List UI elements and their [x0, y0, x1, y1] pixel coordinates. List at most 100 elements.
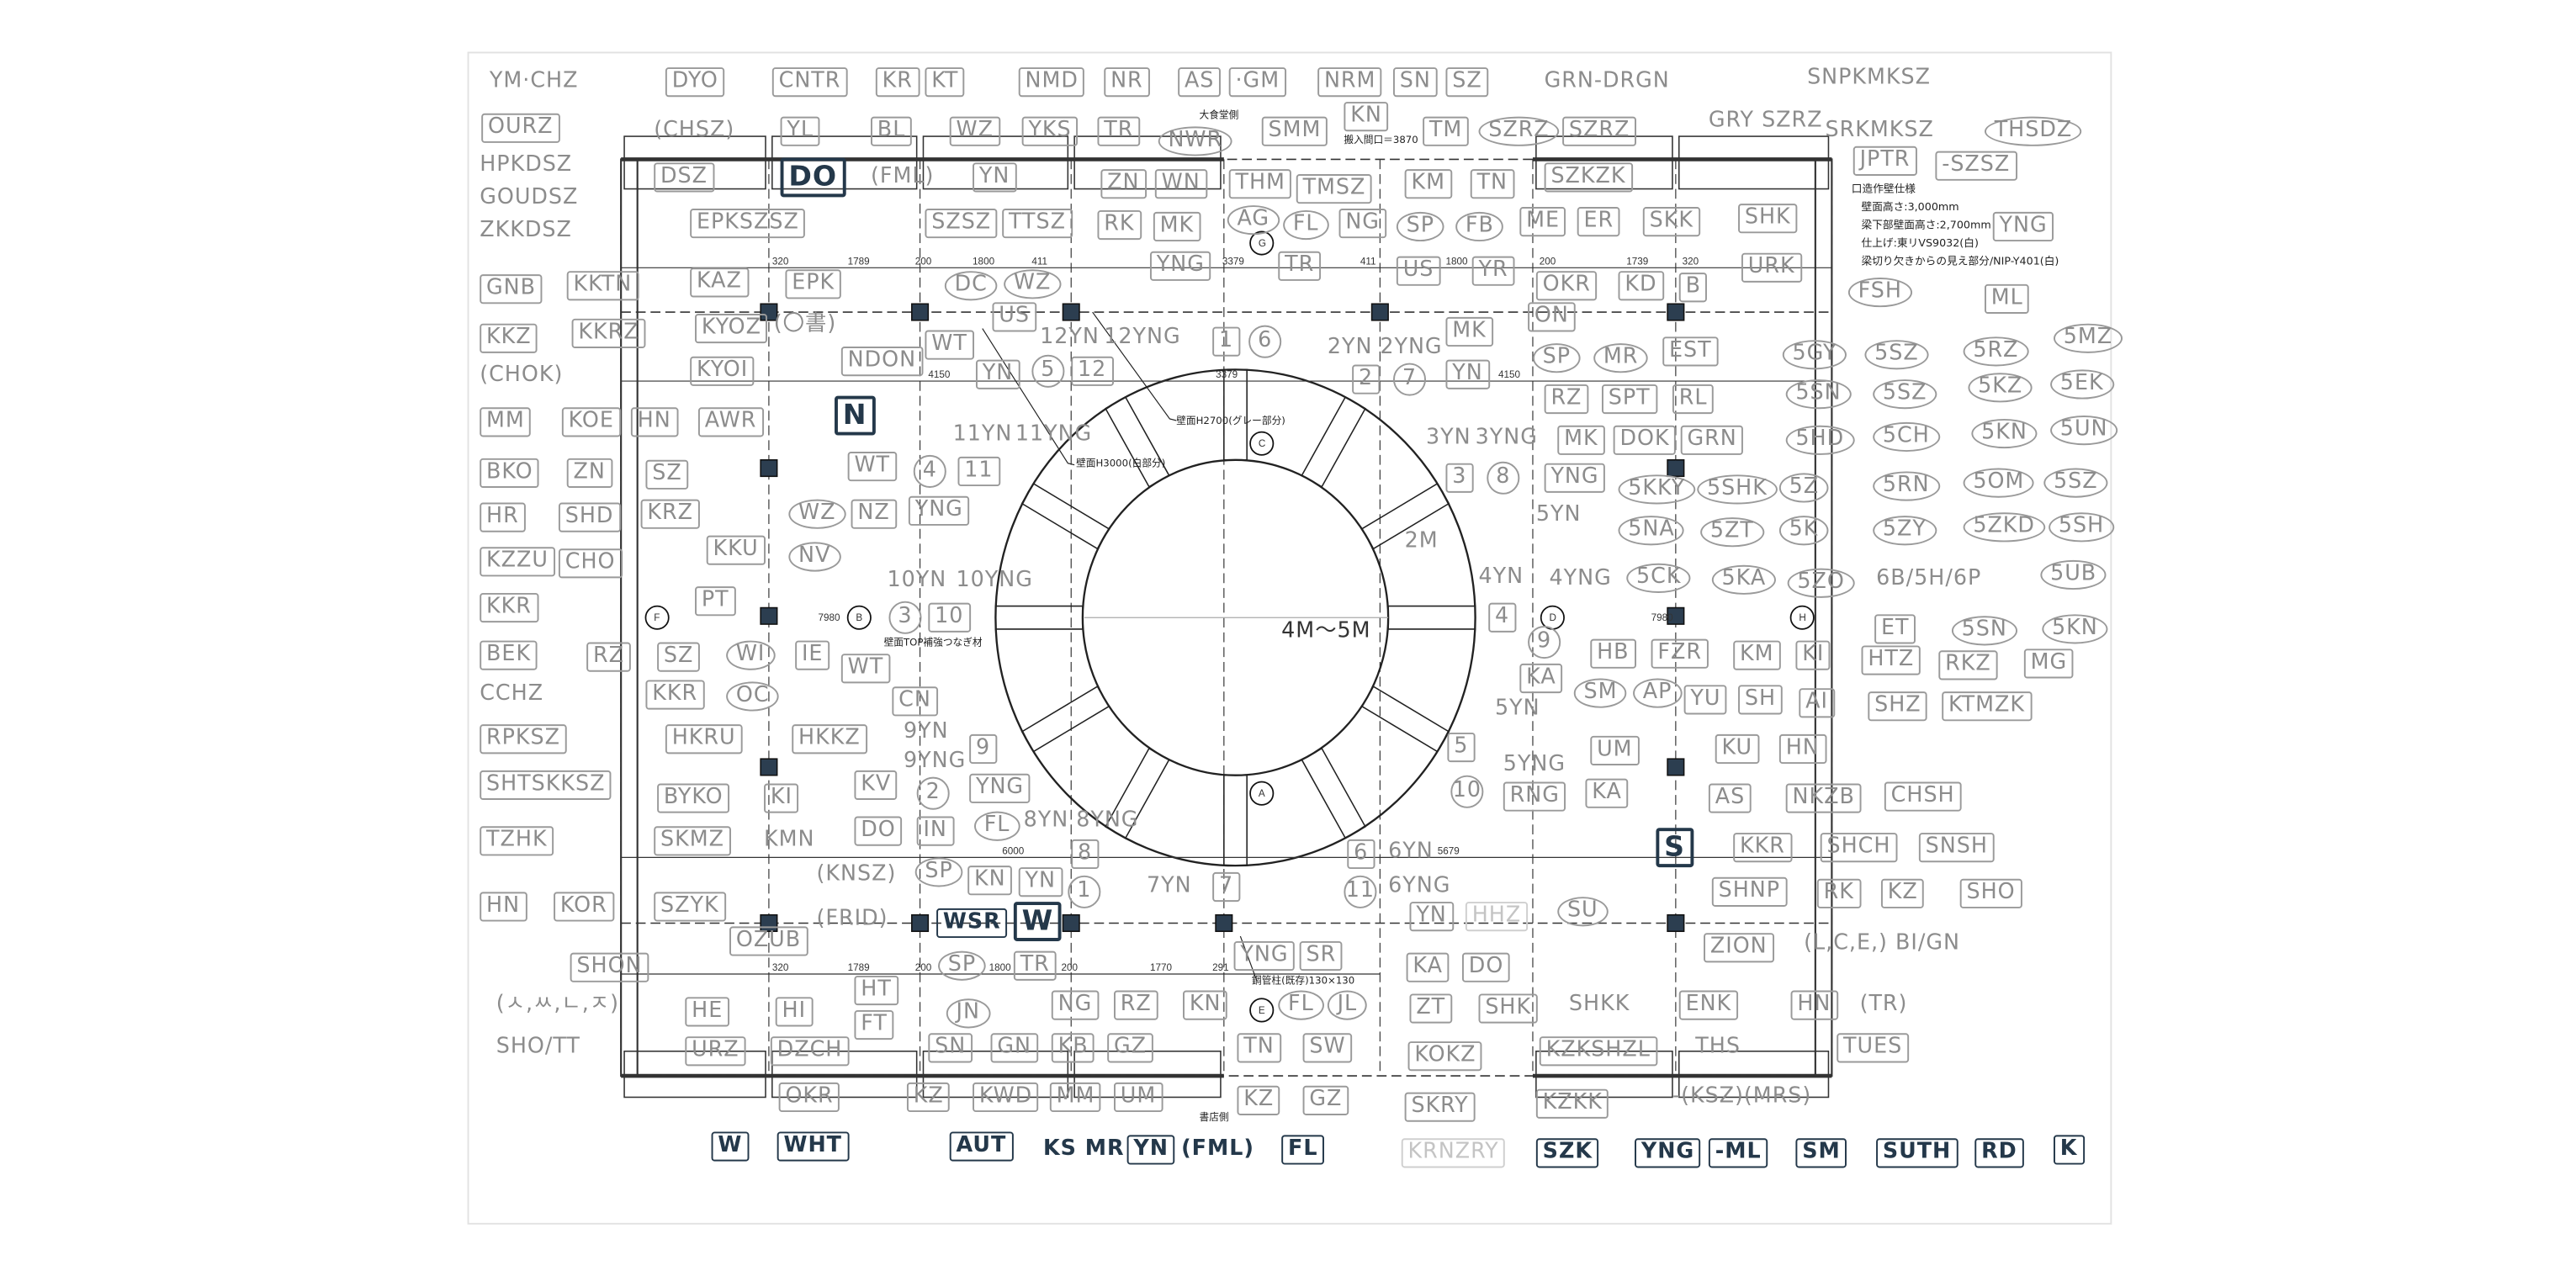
ring-partition: [1105, 395, 1170, 488]
handwritten-label: DZCH: [770, 1036, 850, 1067]
handwritten-label: 5KKY: [1618, 474, 1695, 505]
handwritten-label: 5SZ: [1873, 379, 1937, 410]
handwritten-label: YNG: [1635, 1138, 1702, 1168]
handwritten-label: KI: [1795, 640, 1831, 670]
handwritten-label: FB: [1455, 211, 1504, 242]
handwritten-label: 5: [1031, 354, 1065, 388]
handwritten-label: 5SZ: [2043, 468, 2108, 498]
handwritten-label: SRKMKSZ: [1825, 118, 1934, 143]
handwritten-label: FSH: [1847, 278, 1912, 308]
handwritten-label: GRN: [1680, 425, 1744, 455]
section-marker-icon: [1249, 998, 1275, 1023]
handwritten-label: ET: [1874, 614, 1916, 644]
handwritten-label: AP: [1633, 678, 1683, 708]
handwritten-label: EST: [1662, 336, 1719, 367]
handwritten-label: 3: [888, 601, 922, 634]
handwritten-label: 6: [1347, 839, 1375, 870]
handwritten-label: UM: [1590, 735, 1640, 766]
handwritten-label: 5CK: [1626, 563, 1692, 593]
section-marker-label: A: [1259, 788, 1265, 799]
wall-h2700-note: 壁面H2700(グレー部分): [1176, 415, 1285, 426]
handwritten-label: KKU: [706, 535, 766, 565]
handwritten-label: KMN: [764, 828, 815, 853]
handwritten-label: SNSH: [1918, 833, 1995, 863]
handwritten-label: KKR: [1733, 833, 1792, 863]
handwritten-label: 5UB: [2040, 559, 2107, 590]
spec-title: 口造作壁仕様: [1851, 182, 1916, 196]
column-post: [911, 303, 930, 321]
handwritten-label: ZKKDSZ: [480, 218, 572, 244]
handwritten-label: SZSZ: [925, 209, 998, 239]
handwritten-label: AS: [1708, 783, 1752, 813]
handwritten-label: 5: [1447, 732, 1476, 763]
handwritten-label: 12: [1071, 356, 1114, 386]
handwritten-label: SNPKMKSZ: [1807, 66, 1932, 91]
handwritten-label: 10YN: [887, 568, 947, 593]
dimension-label: 291: [1212, 962, 1229, 973]
handwritten-label: KRZ: [640, 499, 700, 529]
handwritten-label: 5ZKD: [1963, 512, 2045, 543]
handwritten-label: YN: [975, 359, 1020, 389]
dimension-label: 7980: [1651, 612, 1674, 623]
handwritten-label: MK: [1445, 316, 1493, 347]
dimension-label: 320: [772, 256, 789, 267]
spec-line: 壁面高さ:3,000mm: [1861, 200, 1959, 214]
handwritten-label: RK: [1816, 878, 1861, 908]
handwritten-label: DC: [944, 271, 998, 301]
handwritten-label: ZION: [1704, 933, 1774, 963]
column-post: [1370, 303, 1389, 321]
ring-partition: [1223, 368, 1248, 461]
handwritten-label: SKK: [1642, 207, 1700, 237]
spec-line: 梁下部壁面高さ:2,700mm: [1861, 218, 1991, 232]
handwritten-label: OZUB: [729, 926, 808, 956]
handwritten-label: KZZU: [480, 547, 555, 577]
handwritten-label: 5YN: [1535, 502, 1582, 527]
handwritten-label: KV: [854, 770, 898, 801]
spec-line: 梁切り欠きからの見え部分/NIP-Y401(白): [1861, 254, 2059, 268]
dimension-label: 3379: [1216, 369, 1238, 380]
handwritten-label: SHON: [570, 952, 649, 982]
column-post: [1062, 913, 1080, 933]
section-marker-icon: [1249, 781, 1275, 806]
column-post: [911, 913, 930, 933]
handwritten-label: HB: [1590, 638, 1636, 669]
handwritten-label: 2YN: [1327, 335, 1373, 360]
handwritten-label: GRN-DRGN: [1544, 69, 1670, 94]
handwritten-label: WZ: [949, 116, 1000, 146]
handwritten-label: KOKZ: [1407, 1041, 1483, 1072]
handwritten-label: GZ: [1107, 1033, 1153, 1063]
handwritten-label: JPTR: [1852, 146, 1917, 176]
handwritten-label: 5CH: [1873, 421, 1940, 453]
spec-line: 仕上げ:東リVS9032(白): [1861, 236, 1979, 250]
handwritten-label: WT: [925, 330, 974, 360]
handwritten-label: GN: [990, 1033, 1038, 1063]
handwritten-label: 4: [1488, 602, 1517, 633]
handwritten-label: KRNZRY: [1401, 1138, 1506, 1168]
ring-partition: [1301, 395, 1366, 488]
handwritten-label: KZ: [906, 1082, 951, 1113]
handwritten-label: 4YNG: [1549, 566, 1612, 592]
handwritten-label: 9: [969, 733, 997, 765]
handwritten-label: SZ: [645, 459, 689, 490]
handwritten-label: SZKZK: [1544, 162, 1633, 193]
handwritten-label: 12YN: [1040, 325, 1100, 350]
handwritten-label: RD: [1974, 1138, 2024, 1168]
handwritten-label: YKS: [1021, 116, 1079, 146]
handwritten-label: KOE: [561, 407, 621, 437]
handwritten-label: K: [2054, 1135, 2085, 1165]
handwritten-label: ZN: [566, 458, 612, 488]
handwritten-label: KZKK: [1535, 1088, 1609, 1119]
dimension-label: 1800: [989, 962, 1012, 973]
handwritten-label: AS: [1178, 67, 1222, 98]
handwritten-label: KOR: [554, 892, 614, 922]
handwritten-label: 12YNG: [1104, 325, 1181, 350]
handwritten-label: HI: [775, 997, 813, 1027]
handwritten-label: SHK: [1478, 993, 1538, 1024]
handwritten-label: 9: [1528, 626, 1561, 659]
handwritten-label: THM: [1228, 169, 1292, 199]
bottom-side-label: 書店側: [1200, 1111, 1229, 1123]
handwritten-label: YNG: [1149, 251, 1211, 281]
handwritten-label: RZ: [586, 642, 631, 672]
